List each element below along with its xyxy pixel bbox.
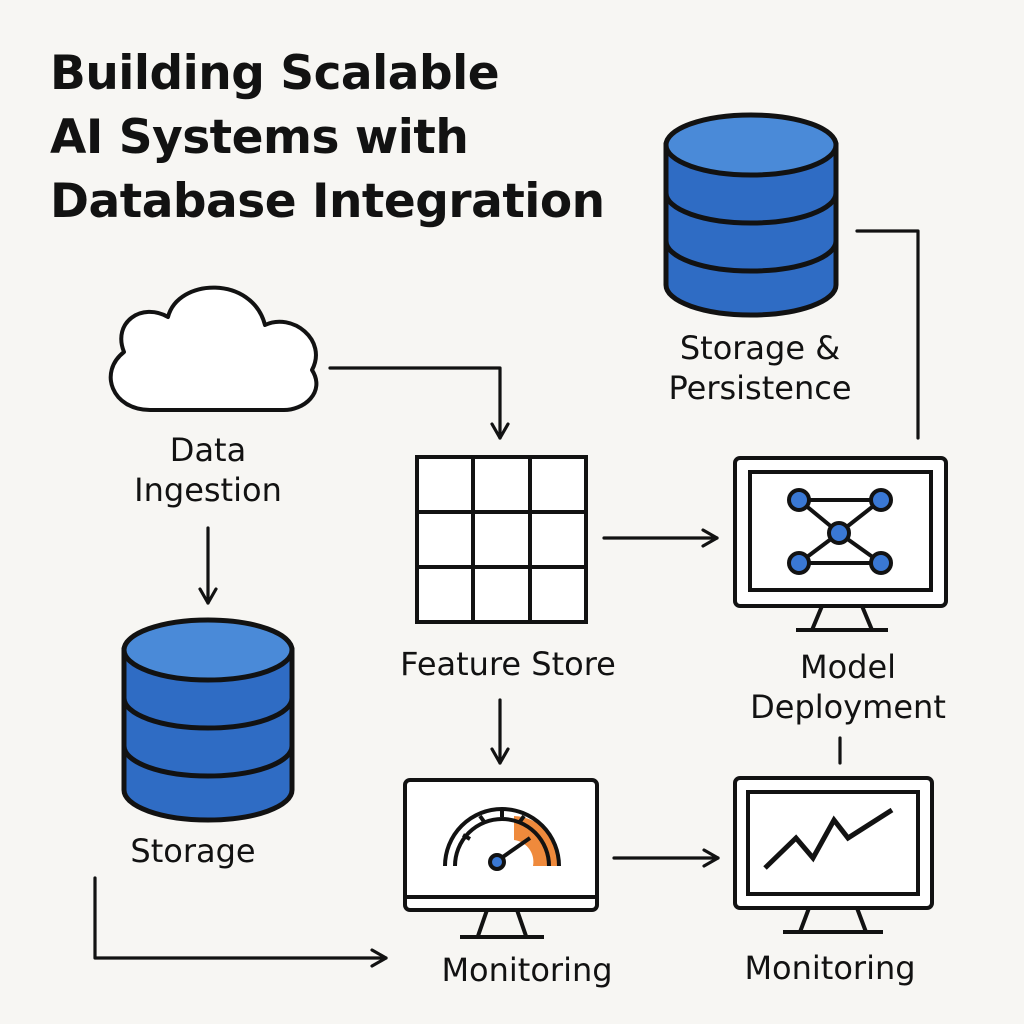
title-line-2: AI Systems with (50, 110, 469, 165)
label-data-ingestion: Data Ingestion (134, 431, 282, 509)
monitor-gauge-icon (403, 778, 599, 939)
connectors (93, 229, 920, 968)
title-line-3: Database Integration (50, 174, 605, 229)
label-monitoring-chart: Monitoring (744, 949, 916, 987)
title-line-1: Building Scalable (50, 46, 500, 101)
monitor-network-icon (733, 456, 948, 632)
label-model-deployment: Model Deployment (750, 648, 946, 726)
label-storage: Storage (130, 832, 256, 870)
arrow-ingestion-to-feature-store (328, 366, 510, 440)
cloud-icon (108, 285, 319, 413)
connector-persistence-to-deployment (855, 229, 920, 440)
label-storage-persistence: Storage & Persistence (668, 329, 852, 407)
label-monitoring-gauge: Monitoring (441, 951, 613, 989)
database-icon-storage (121, 617, 295, 823)
page-title: Building Scalable AI Systems with Databa… (50, 42, 605, 234)
database-icon-persistence (663, 112, 839, 318)
label-feature-store: Feature Store (400, 645, 616, 683)
arrow-storage-to-monitoring (93, 876, 388, 968)
monitor-line-chart-icon (733, 776, 934, 934)
grid-table-icon (415, 455, 588, 624)
